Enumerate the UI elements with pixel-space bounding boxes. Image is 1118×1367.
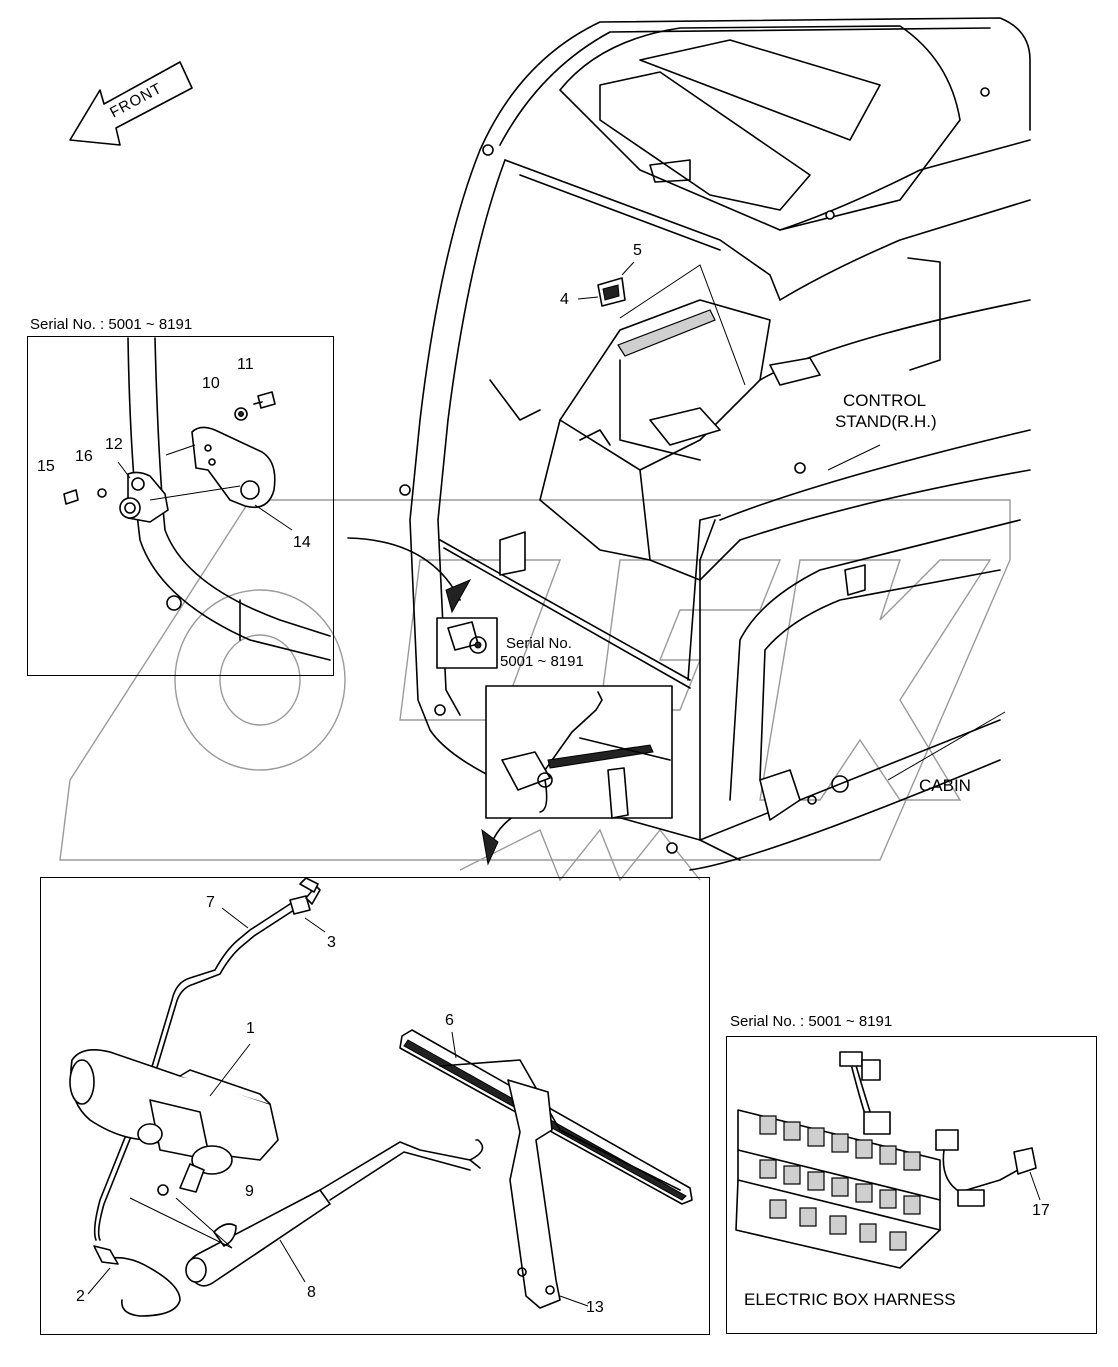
right-inset-frame	[726, 1036, 1097, 1334]
left-inset-serial: Serial No. : 5001 ~ 8191	[30, 316, 193, 333]
callout-16: 16	[75, 448, 93, 465]
callout-15: 15	[37, 458, 55, 475]
callout-2: 2	[76, 1288, 85, 1305]
cabin-label: CABIN	[919, 776, 971, 795]
callout-5: 5	[633, 242, 642, 259]
callout-4: 4	[560, 291, 569, 308]
callout-6: 8	[307, 1284, 316, 1301]
callout-11: 10	[202, 375, 220, 392]
callout-7: 6	[445, 1012, 454, 1029]
bottom-inset-frame	[40, 877, 710, 1335]
left-inset-artwork	[63, 337, 331, 661]
callout-8: 7	[206, 894, 215, 911]
control-stand-label-line2: STAND(R.H.)	[835, 412, 937, 431]
callout-9: 9	[245, 1183, 254, 1200]
small-inset-detail	[436, 617, 498, 669]
callout-1: 1	[246, 1020, 255, 1037]
right-inset-artwork	[735, 1051, 1041, 1269]
fuse-row	[759, 1115, 921, 1251]
callout-12: 11	[237, 356, 254, 373]
small-inset-serial-line2: 5001 ~ 8191	[500, 653, 584, 670]
control-stand-label-line1: CONTROL	[843, 391, 927, 410]
front-arrow-icon	[69, 61, 193, 146]
control-stand-rh	[489, 261, 1006, 781]
small-inset-serial-line1: Serial No.	[506, 635, 572, 652]
right-inset-serial: Serial No. : 5001 ~ 8191	[730, 1013, 893, 1030]
callout-17: 17	[1032, 1202, 1050, 1219]
left-inset-frame	[27, 336, 334, 676]
callout-13: 13	[586, 1299, 604, 1316]
rear-wiper-inset	[485, 685, 673, 819]
electric-box-harness-caption: ELECTRIC BOX HARNESS	[744, 1290, 956, 1309]
bottom-inset-artwork	[69, 877, 693, 1317]
callout-10: 14	[293, 534, 311, 551]
callout-14: 12	[105, 436, 123, 453]
callout-3: 3	[327, 934, 336, 951]
